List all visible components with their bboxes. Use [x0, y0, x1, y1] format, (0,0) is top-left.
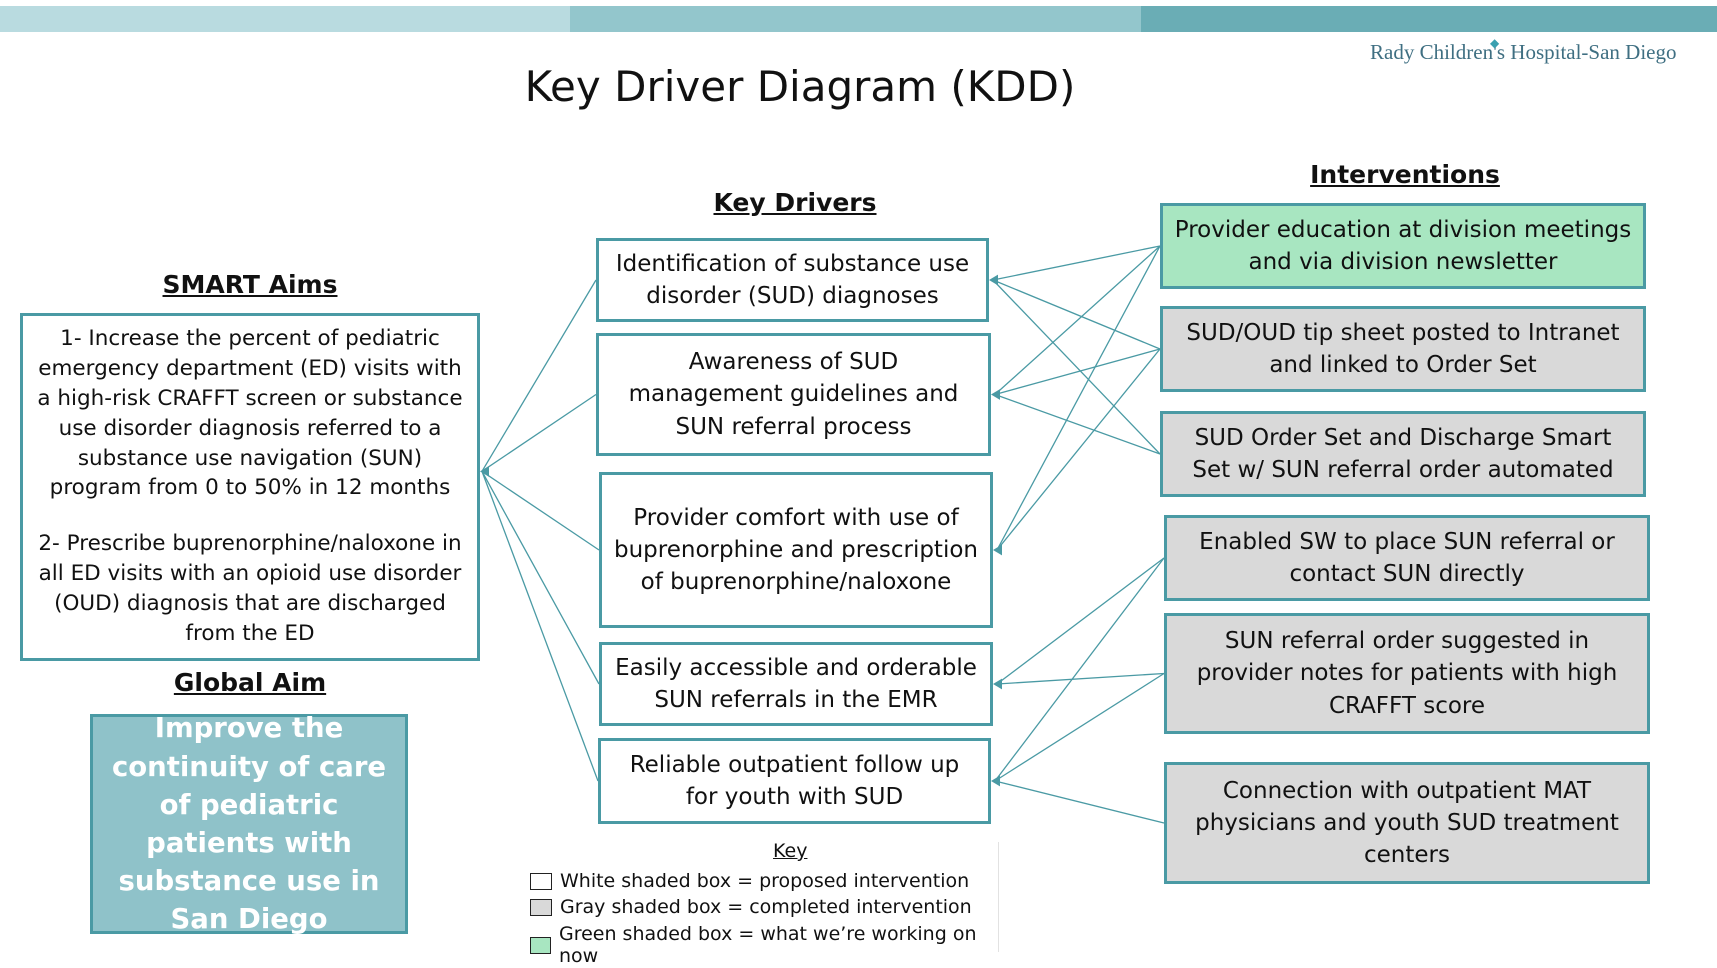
- global-aim-heading: Global Aim: [173, 668, 327, 697]
- intervention-driver-connector: [996, 672, 1165, 685]
- key-driver-box: Awareness of SUD management guidelines a…: [596, 333, 991, 456]
- legend-item: Green shaded box = what we’re working on…: [530, 923, 998, 967]
- intervention-box: SUD/OUD tip sheet posted to Intranet and…: [1160, 306, 1646, 392]
- intervention-driver-connector: [994, 672, 1165, 782]
- intervention-box: SUD Order Set and Discharge Smart Set w/…: [1160, 411, 1646, 497]
- intervention-driver-connector: [994, 245, 1161, 395]
- smart-aims-heading: SMART Aims: [162, 270, 338, 299]
- aim-driver-connector: [481, 470, 600, 551]
- driver-arrowhead: [993, 678, 1002, 690]
- driver-arrowhead: [991, 775, 1000, 787]
- header-band-mid: [570, 6, 1141, 32]
- aim-driver-connector: [481, 471, 600, 685]
- hospital-logo: ◆ Rady Children's Hospital-San Diego: [1370, 36, 1710, 90]
- smart-aim-2: 2- Prescribe buprenorphine/naloxone in a…: [38, 531, 462, 646]
- interventions-heading: Interventions: [1310, 160, 1500, 189]
- intervention-driver-connector: [992, 245, 1161, 281]
- intervention-driver-connector: [996, 348, 1161, 551]
- intervention-driver-connector: [994, 393, 1161, 455]
- aim-driver-connector: [481, 279, 597, 472]
- intervention-driver-connector: [992, 279, 1161, 455]
- header-band-dark: [1141, 6, 1717, 32]
- legend-item: Gray shaded box = completed intervention: [530, 896, 972, 918]
- intervention-driver-connector: [992, 279, 1161, 350]
- intervention-driver-connector: [994, 780, 1165, 824]
- legend-swatch-white: [530, 872, 552, 890]
- aim-driver-connector: [481, 471, 599, 782]
- key-driver-box: Identification of substance use disorder…: [596, 238, 989, 322]
- intervention-driver-connector: [996, 245, 1161, 551]
- kite-icon: ◆: [1490, 36, 1500, 50]
- legend-label: Gray shaded box = completed intervention: [560, 896, 972, 918]
- intervention-box: SUN referral order suggested in provider…: [1164, 613, 1650, 734]
- legend-title: Key: [773, 840, 808, 862]
- aim-driver-connector: [481, 393, 597, 472]
- legend-swatch-green: [530, 936, 551, 954]
- legend-swatch-gray: [530, 898, 552, 916]
- legend-item: White shaded box = proposed intervention: [530, 870, 969, 892]
- intervention-driver-connector: [996, 557, 1165, 685]
- driver-arrowhead: [989, 274, 998, 286]
- aim-arrowhead: [480, 465, 489, 477]
- intervention-box: Enabled SW to place SUN referral or cont…: [1164, 515, 1650, 601]
- smart-aims-box: 1- Increase the percent of pediatric eme…: [20, 313, 480, 661]
- legend-divider: [998, 842, 999, 952]
- intervention-box: Provider education at division meetings …: [1160, 203, 1646, 289]
- global-aim-box: Improve the continuity of care of pediat…: [90, 712, 408, 935]
- key-drivers-heading: Key Drivers: [713, 188, 877, 217]
- intervention-driver-connector: [994, 348, 1161, 396]
- header-band-light: [0, 6, 570, 32]
- intervention-driver-connector: [994, 557, 1165, 782]
- driver-arrowhead: [993, 544, 1002, 556]
- driver-arrowhead: [991, 389, 1000, 400]
- page-title: Key Driver Diagram (KDD): [524, 62, 1076, 111]
- legend-label: Green shaded box = what we’re working on…: [558, 923, 977, 967]
- logo-text: Rady Children's Hospital-San Diego: [1370, 40, 1677, 64]
- legend: Key White shaded box = proposed interven…: [528, 840, 999, 967]
- intervention-box: Connection with outpatient MAT physician…: [1164, 762, 1650, 884]
- legend-label: White shaded box = proposed intervention: [560, 870, 970, 892]
- key-driver-box: Provider comfort with use of buprenorphi…: [599, 472, 993, 628]
- key-driver-box: Reliable outpatient follow up for youth …: [598, 738, 991, 824]
- smart-aim-1: 1- Increase the percent of pediatric eme…: [37, 326, 463, 501]
- key-driver-box: Easily accessible and orderable SUN refe…: [599, 642, 993, 726]
